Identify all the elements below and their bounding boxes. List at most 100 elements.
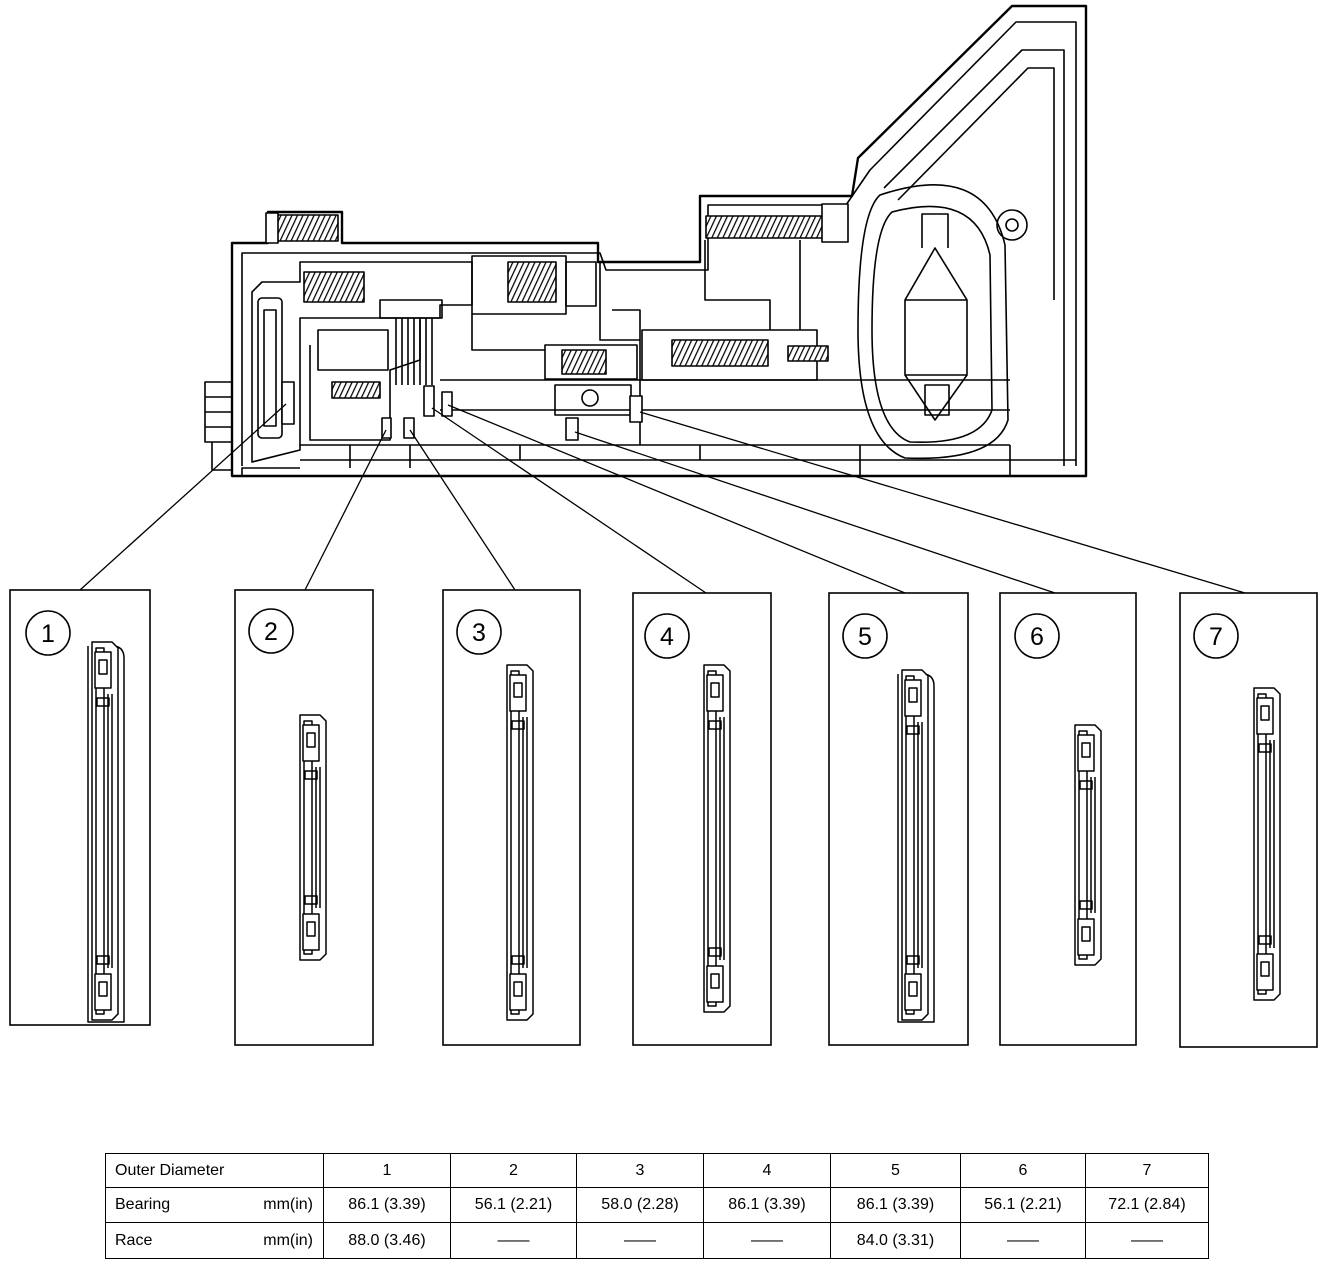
header-label: Outer Diameter xyxy=(115,1161,225,1179)
bearing-3-roller-pin xyxy=(513,981,523,997)
parking-pawl xyxy=(904,213,968,421)
bearing-2-roller xyxy=(302,913,320,951)
bearing-1-location xyxy=(281,381,295,425)
callout-5-circle xyxy=(842,613,888,659)
bearing-3-shoulder xyxy=(511,955,525,965)
bearing-3-roller-pin xyxy=(513,682,523,698)
bearing-5-roller-pin xyxy=(908,687,918,703)
valve-spring xyxy=(507,261,557,303)
upper-thread xyxy=(705,215,825,239)
top-bolt-thread xyxy=(275,214,339,242)
bearing-6-roller-pin xyxy=(1081,926,1091,942)
header-col-3: 3 xyxy=(576,1153,704,1188)
leader-line-6 xyxy=(574,431,1056,594)
callout-7-number: 7 xyxy=(1209,623,1223,651)
detail-box-1 xyxy=(9,589,151,1026)
bearing-6-roller-pin xyxy=(1081,742,1091,758)
bearing-7-cage xyxy=(1269,740,1275,948)
bearing-1-drawing xyxy=(87,641,125,1023)
bearing-2-location xyxy=(381,417,392,439)
race-value-3: —— xyxy=(576,1222,704,1259)
valve-plug xyxy=(565,261,597,307)
bearing-4-location xyxy=(423,385,435,417)
callout-1-circle xyxy=(25,610,71,656)
bearing-value-1: 86.1 (3.39) xyxy=(323,1187,451,1223)
callout-7-circle xyxy=(1193,613,1239,659)
bearing-2-inner-race xyxy=(303,720,313,955)
oil-pump-gear xyxy=(263,309,277,427)
detail-boxes xyxy=(9,589,1318,1048)
bearing-1-shoulder xyxy=(96,697,110,707)
bottom-pan xyxy=(241,445,1011,476)
bearing-6-roller xyxy=(1077,734,1095,772)
planetary-carrier xyxy=(544,344,638,380)
bearing-5-roller-pin xyxy=(908,981,918,997)
callout-3-circle xyxy=(456,609,502,655)
bearing-7-inner-race xyxy=(1257,693,1267,995)
upper-bolt xyxy=(821,203,849,243)
bearing-5-drawing xyxy=(897,669,935,1023)
planetary-gear xyxy=(561,349,607,375)
bearing-3-location xyxy=(403,417,415,439)
bearing-6-location xyxy=(565,417,579,441)
table-row-bearing: Bearing mm(in) 86.1 (3.39) 56.1 (2.21) 5… xyxy=(105,1187,1209,1223)
bearing-row-label: Bearing xyxy=(115,1196,171,1213)
bearing-1-roller-pin xyxy=(98,981,108,997)
bearing-7-roller xyxy=(1256,697,1274,735)
output-housing-inner xyxy=(871,205,993,444)
bearing-2-cage xyxy=(315,767,321,908)
callout-3-number: 3 xyxy=(472,619,486,647)
leader-line-7 xyxy=(639,411,1246,594)
bearing-4-cage xyxy=(719,717,725,960)
extension-housing-rib xyxy=(897,67,1055,300)
bearing-1-shoulder xyxy=(96,955,110,965)
bearing-7-roller-pin xyxy=(1260,961,1270,977)
bearing-2-roller-pin xyxy=(306,732,316,748)
bearing-7-shoulder xyxy=(1258,743,1272,753)
race-value-2: —— xyxy=(450,1222,577,1259)
race-value-7: —— xyxy=(1085,1222,1209,1259)
callout-5-number: 5 xyxy=(858,623,872,651)
output-housing-outer xyxy=(857,183,1009,460)
pinion xyxy=(581,389,599,407)
race-value-1: 88.0 (3.46) xyxy=(323,1222,451,1259)
bearing-6-shoulder xyxy=(1079,900,1093,910)
bearing-7-location xyxy=(629,395,643,423)
callout-2-number: 2 xyxy=(264,618,278,646)
bearing-value-6: 56.1 (2.21) xyxy=(960,1187,1086,1223)
bearing-6-drawing xyxy=(1074,724,1102,966)
bearing-value-4: 86.1 (3.39) xyxy=(703,1187,831,1223)
detail-box-4 xyxy=(632,592,772,1046)
callout-2-circle xyxy=(248,608,294,654)
header-col-5: 5 xyxy=(830,1153,961,1188)
bearing-value-2: 56.1 (2.21) xyxy=(450,1187,577,1223)
header-col-4: 4 xyxy=(703,1153,831,1188)
bearing-5-roller xyxy=(904,973,922,1011)
bearing-5-inner-race xyxy=(905,675,915,1015)
header-col-1: 1 xyxy=(323,1153,451,1188)
callout-markers: 1 2 3 4 5 6 7 xyxy=(25,608,1239,659)
bearing-6-shoulder xyxy=(1079,780,1093,790)
callout-1-number: 1 xyxy=(41,620,55,648)
bearing-6-cage xyxy=(1090,777,1096,913)
leader-line-2 xyxy=(304,429,387,591)
bearing-2-drawing xyxy=(299,714,327,961)
race-value-5: 84.0 (3.31) xyxy=(830,1222,961,1259)
race-row-label: Race xyxy=(115,1231,153,1249)
left-flange xyxy=(204,381,232,471)
bearing-drawings xyxy=(87,641,1281,1023)
bearing-3-drawing xyxy=(506,664,534,1021)
outer-diameter-table: Outer Diameter 1 2 3 4 5 6 7 Bearing mm(… xyxy=(105,1153,1209,1259)
detail-box-5 xyxy=(828,592,969,1046)
detail-box-3 xyxy=(442,589,581,1046)
case-rib xyxy=(704,240,801,330)
bearing-1-roller xyxy=(94,973,112,1011)
bearing-7-drawing xyxy=(1253,687,1281,1001)
housing-inner-wall xyxy=(241,21,1077,466)
leader-line-5 xyxy=(447,404,906,594)
bearing-7-roller xyxy=(1256,953,1274,991)
threaded-rod xyxy=(671,339,769,367)
bearing-5-location xyxy=(441,391,453,417)
bearing-2-shoulder xyxy=(304,895,318,905)
header-label-cell: Outer Diameter xyxy=(105,1153,324,1188)
